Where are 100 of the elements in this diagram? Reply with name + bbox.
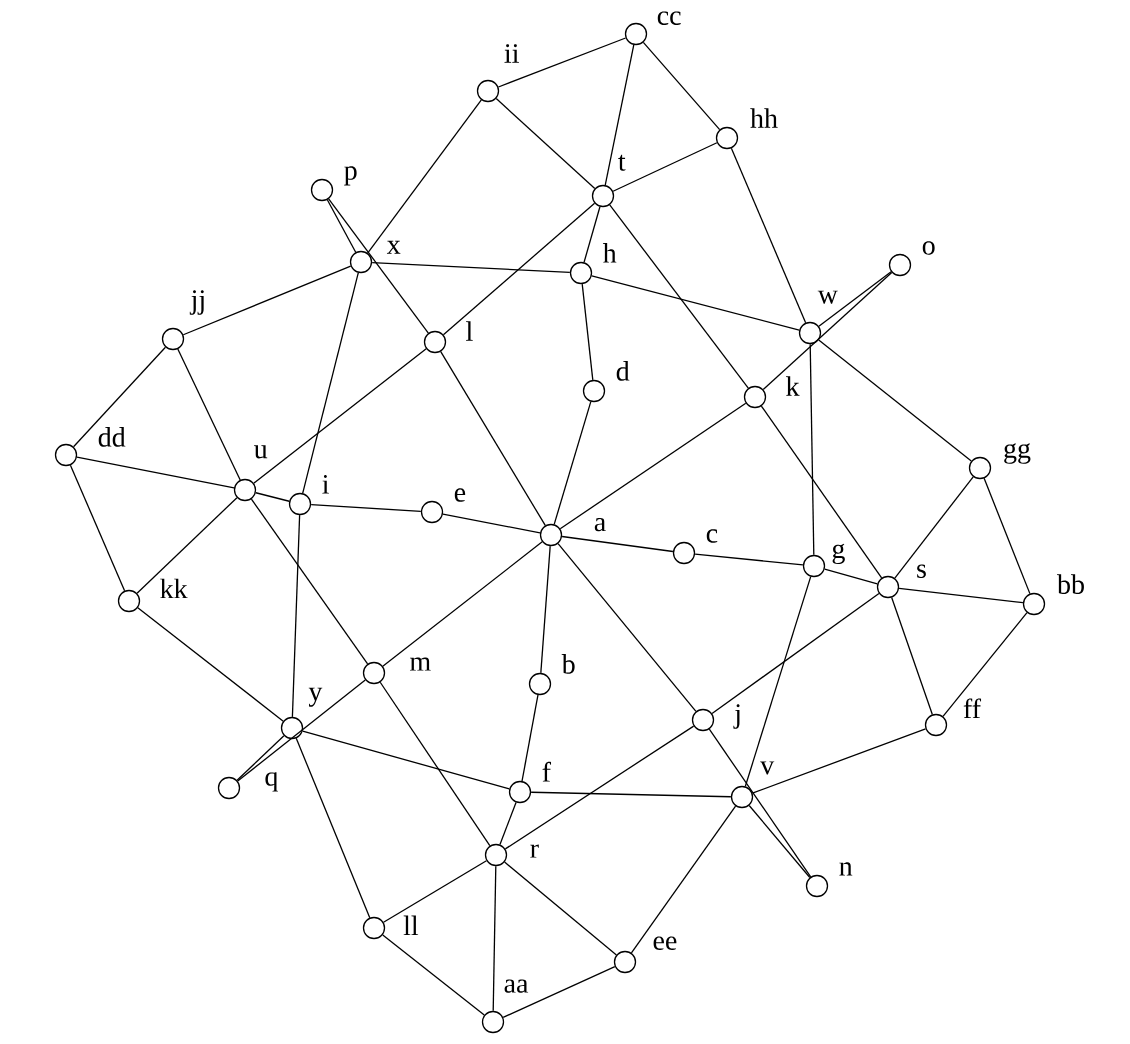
edge-line xyxy=(942,612,1028,717)
edge-line xyxy=(382,934,485,1016)
edge-line xyxy=(818,339,972,462)
vertex-label: ee xyxy=(653,936,677,950)
edge-line xyxy=(583,206,601,263)
edge-line xyxy=(557,542,697,713)
vertex-label: s xyxy=(917,564,926,578)
vertex-label: ii xyxy=(504,44,519,63)
edge-line xyxy=(302,730,510,790)
vertex-label: f xyxy=(542,761,551,782)
edge-line xyxy=(182,265,352,336)
edge-line xyxy=(748,804,811,879)
edge-line xyxy=(72,346,167,448)
vertex-label: g xyxy=(832,543,845,565)
edge-line xyxy=(612,142,718,192)
edge-line xyxy=(503,861,618,956)
edge-line xyxy=(442,202,596,336)
edge-line xyxy=(69,464,126,592)
edge-line xyxy=(744,576,812,787)
vertex-label: c xyxy=(706,529,718,543)
edge-line xyxy=(136,497,238,594)
edge-line xyxy=(492,865,497,1012)
edge-line xyxy=(250,498,369,665)
edge-line xyxy=(367,99,482,254)
edge-line xyxy=(818,271,892,327)
vertex-label: ff xyxy=(963,698,982,719)
vertex-label: a xyxy=(594,517,606,532)
edge-line xyxy=(983,477,1031,595)
edge-line xyxy=(326,199,357,253)
edge-line xyxy=(762,271,893,391)
vertex-label: q xyxy=(265,772,278,792)
vertex-label: jj xyxy=(189,290,204,315)
edge-line xyxy=(502,965,616,1019)
vertex-label: t xyxy=(618,154,626,171)
vertex-label: e xyxy=(454,488,466,502)
edge-line xyxy=(504,725,695,850)
vertex-label: j xyxy=(733,704,740,729)
vertex-label: l xyxy=(466,321,473,341)
edge-line xyxy=(561,535,674,553)
edge-line xyxy=(708,728,812,878)
edge-line xyxy=(894,476,974,579)
edge-line xyxy=(253,348,427,484)
edge-line xyxy=(809,343,815,556)
edge-line xyxy=(559,402,747,530)
vertex-label: b xyxy=(561,654,575,674)
edge-line xyxy=(442,513,541,534)
edge-line xyxy=(891,596,933,716)
edge-line xyxy=(236,735,285,781)
edge-line xyxy=(760,405,883,579)
vertex-label: i xyxy=(322,474,329,494)
vertex-label: n xyxy=(839,862,853,876)
edge-line xyxy=(540,545,551,674)
edge-line xyxy=(824,568,878,585)
edge-line xyxy=(694,553,804,566)
edge-line xyxy=(591,275,800,331)
edge-line xyxy=(302,272,359,494)
vertex-label: w xyxy=(817,290,838,304)
edge-line xyxy=(581,283,594,381)
vertex-label: o xyxy=(922,241,935,255)
vertex-label: p xyxy=(344,166,357,186)
edge-line xyxy=(495,97,596,190)
vertex-label: cc xyxy=(657,11,681,25)
edge-line xyxy=(711,592,880,715)
edge-line xyxy=(751,728,927,794)
vertex-label: kk xyxy=(160,578,188,599)
edge-line xyxy=(609,204,749,389)
vertex-label: h xyxy=(602,243,617,263)
edge-line xyxy=(521,694,539,782)
edge-line xyxy=(382,860,488,923)
edge-line xyxy=(730,147,807,324)
edge-line xyxy=(604,44,635,186)
vertex-label: k xyxy=(786,376,800,396)
edge-line xyxy=(371,261,571,274)
edge-line xyxy=(255,492,290,502)
edge-line xyxy=(440,350,546,527)
edge-line xyxy=(291,514,301,718)
edge-line xyxy=(310,504,422,512)
edge-line xyxy=(553,401,592,525)
vertex-label: dd xyxy=(98,427,126,447)
vertex-label: hh xyxy=(750,108,778,128)
edge-line xyxy=(177,348,241,481)
edge-line xyxy=(76,456,235,489)
vertex-label: aa xyxy=(504,979,529,993)
edge-line xyxy=(295,737,371,919)
edge-line xyxy=(328,198,429,334)
edge-line xyxy=(379,681,491,847)
vertex-label: x xyxy=(386,240,401,254)
vertex-label: v xyxy=(760,761,775,775)
vertex-label: r xyxy=(530,844,539,858)
vertex-label: ll xyxy=(403,915,419,935)
vertex-label: y xyxy=(308,687,323,707)
vertex-label: m xyxy=(410,657,431,671)
edge-line xyxy=(642,41,721,131)
edge-line xyxy=(898,587,1024,604)
vertex-label: gg xyxy=(1004,443,1031,464)
edge-line xyxy=(630,805,737,954)
edge-line xyxy=(237,679,366,782)
edge-line xyxy=(499,801,517,846)
edge-line xyxy=(137,607,284,722)
vertex-label: d xyxy=(616,361,630,381)
